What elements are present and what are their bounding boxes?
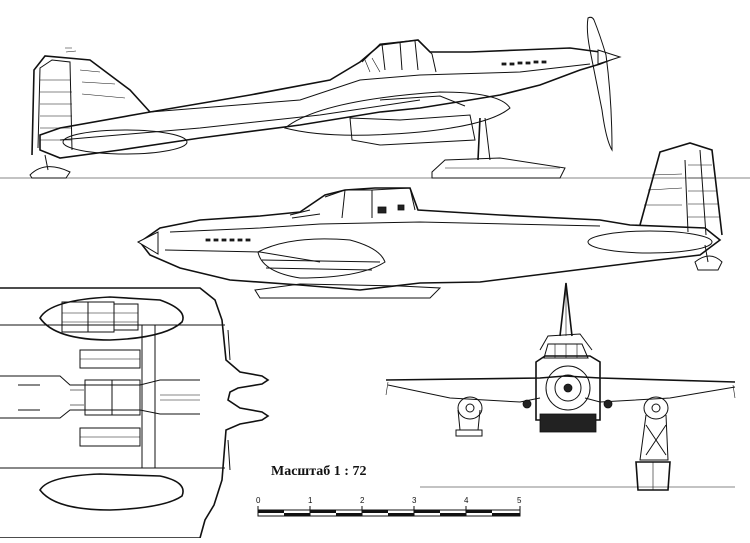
plan-view xyxy=(0,287,270,539)
scale-tick-3: 3 xyxy=(412,496,417,505)
scale-tick-4: 4 xyxy=(464,496,469,505)
scale-tick-1: 1 xyxy=(308,496,313,505)
front-view xyxy=(385,282,736,491)
scale-label: Масштаб 1 : 72 xyxy=(271,464,367,479)
scale-bar: 0 1 2 3 4 5 xyxy=(256,496,522,517)
scale-tick-5: 5 xyxy=(517,496,522,505)
scale-tick-0: 0 xyxy=(256,496,261,505)
side-view-upper xyxy=(0,16,750,179)
scale-tick-2: 2 xyxy=(360,496,365,505)
side-view-lower xyxy=(136,142,723,299)
